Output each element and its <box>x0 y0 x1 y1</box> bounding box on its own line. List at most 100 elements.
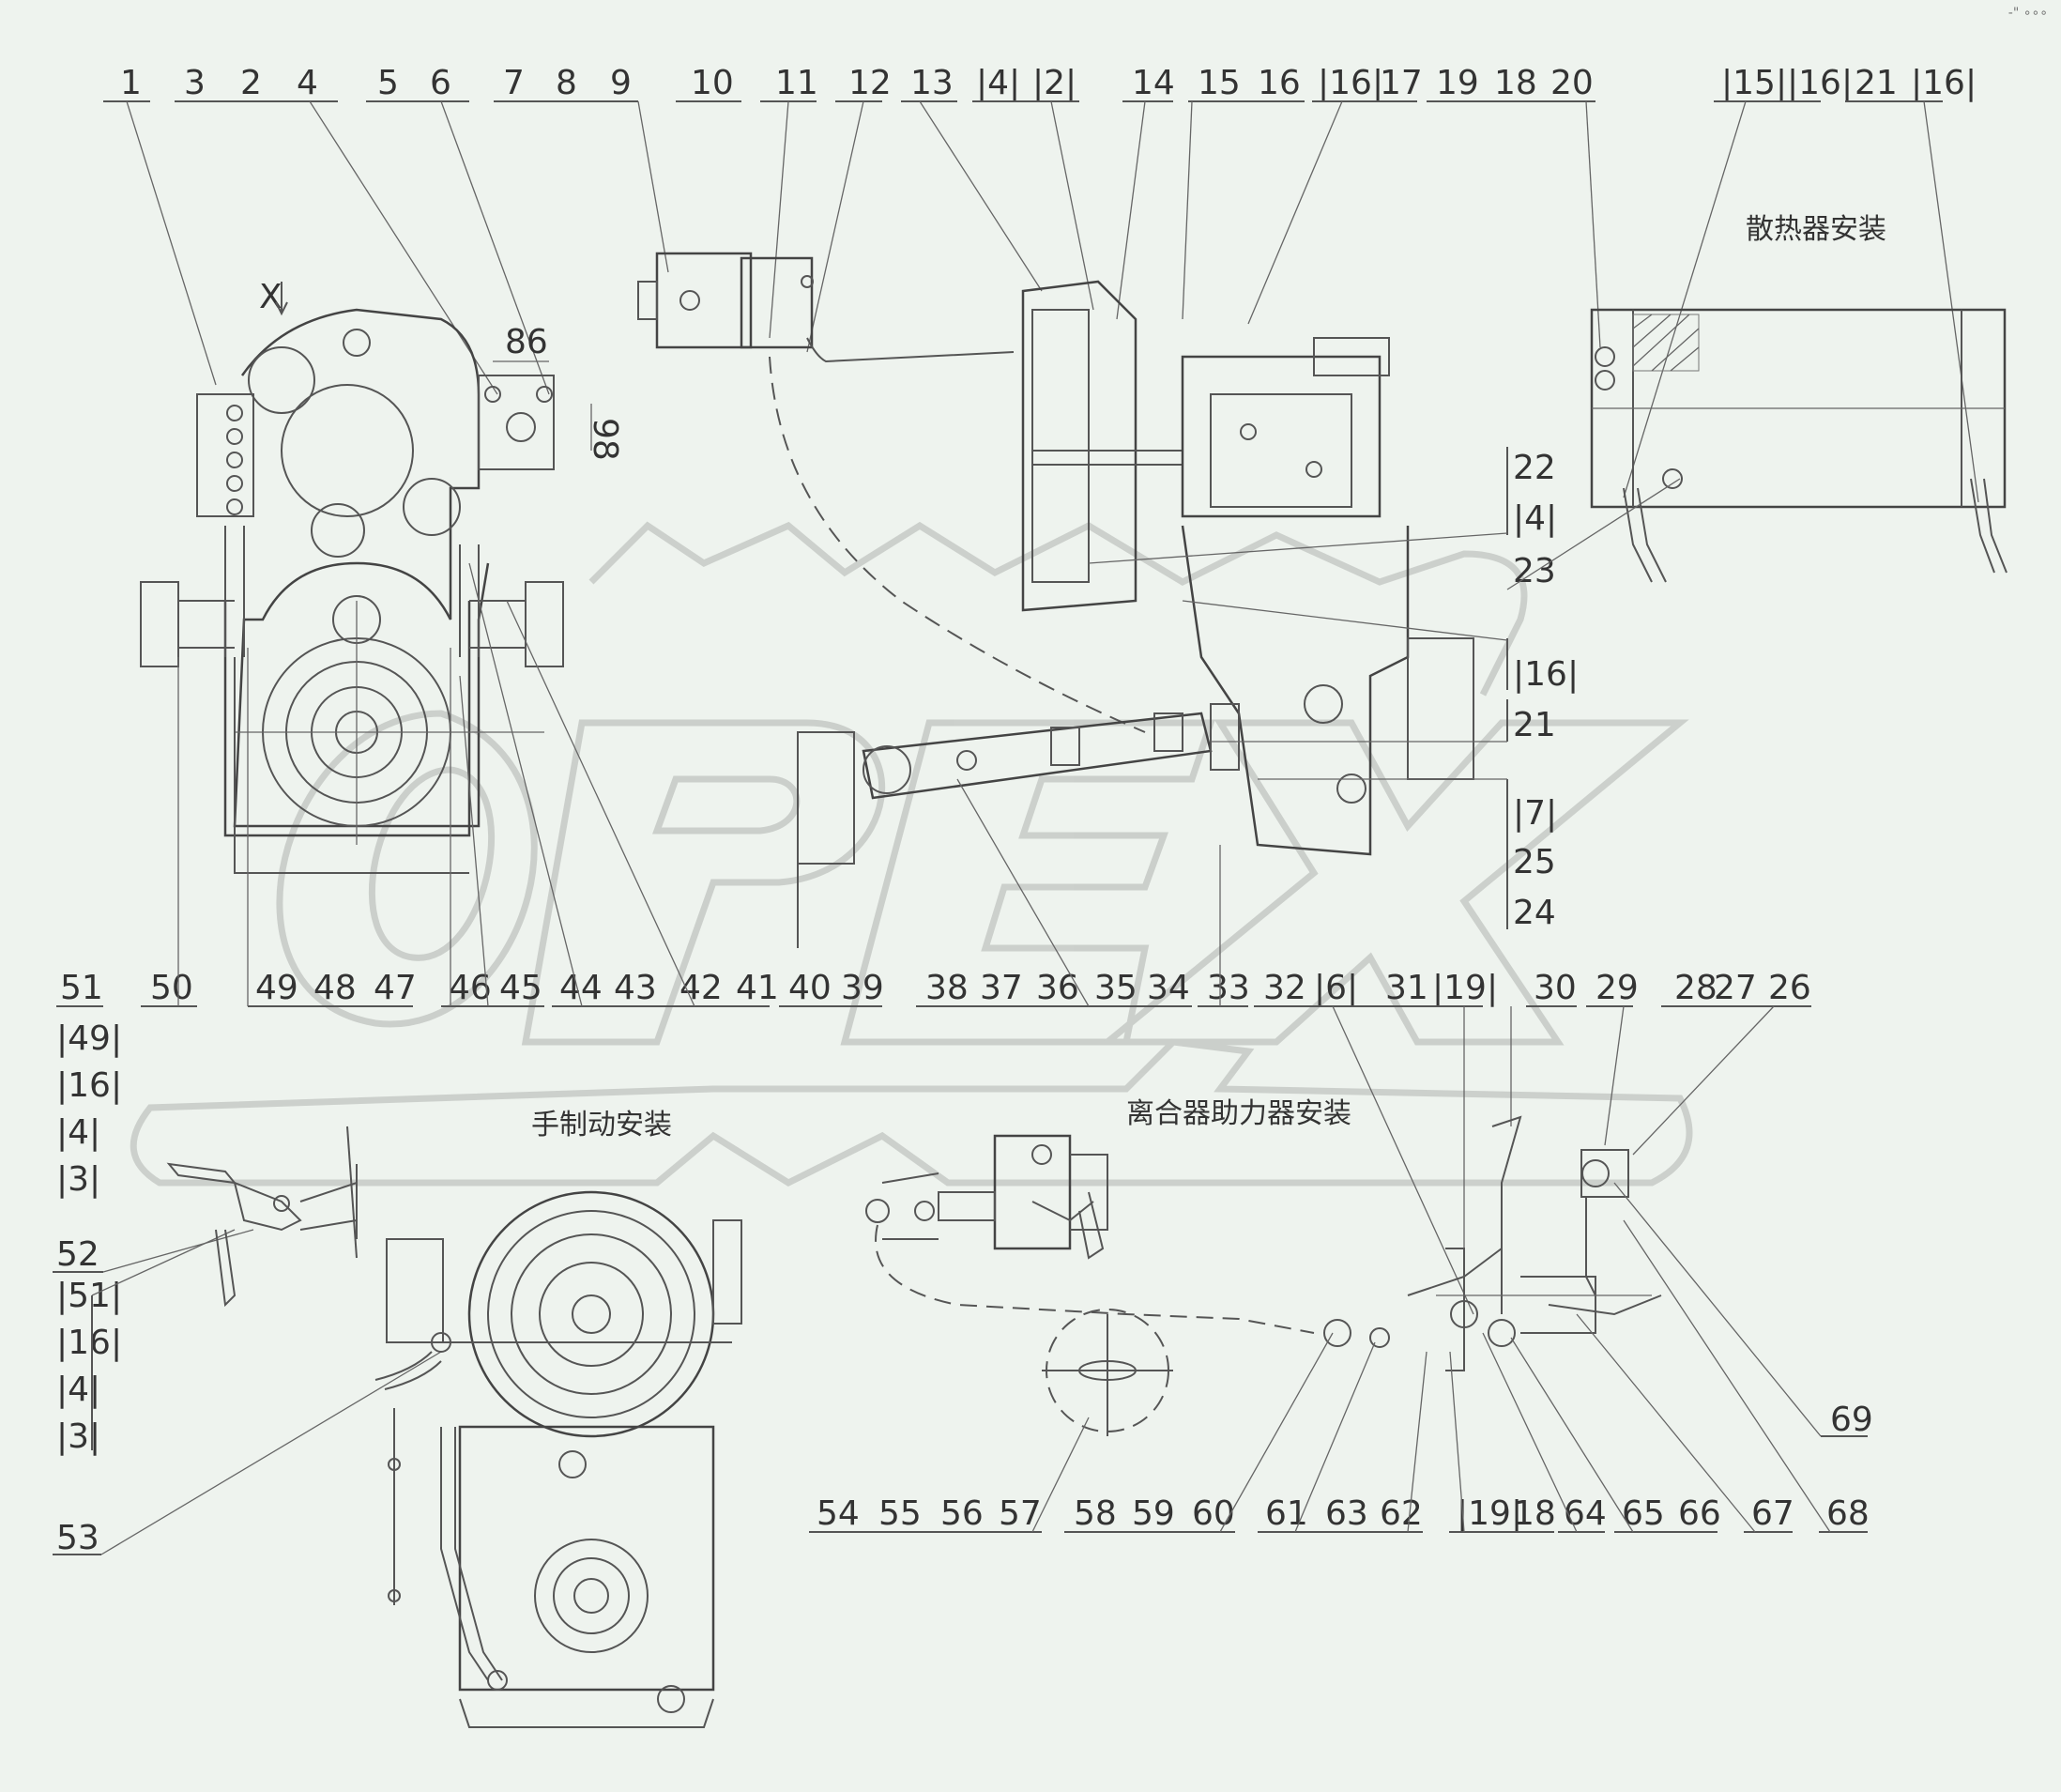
callout-35: 35 <box>1094 969 1137 1007</box>
callout-66: 66 <box>1678 1494 1721 1533</box>
callout-3-stack-b: |3| <box>56 1417 100 1456</box>
callout-54: 54 <box>817 1494 860 1533</box>
gearbox-assembly: X <box>140 278 624 874</box>
callout-1: 1 <box>120 64 142 102</box>
callout-14: 14 <box>1132 64 1175 102</box>
callout-50: 50 <box>150 969 193 1007</box>
callout-16-right: |16| <box>1513 655 1579 694</box>
top-callouts: 1 3 2 4 5 6 7 8 9 10 11 12 13 |4| |2| 14… <box>120 64 1977 102</box>
callout-51: 51 <box>60 969 103 1007</box>
callout-32: 32 <box>1263 969 1306 1007</box>
callout-4-stack-b: |4| <box>56 1371 100 1409</box>
callout-4: 4 <box>297 64 318 102</box>
callout-22: 22 <box>1513 449 1556 487</box>
callout-24: 24 <box>1513 894 1556 932</box>
callout-56: 56 <box>940 1494 984 1533</box>
bottom-callouts: 54 55 56 57 58 59 60 61 63 62 |19| 18 64… <box>809 1219 1870 1533</box>
clutch-booster-caption: 离合器助力器安装 <box>1126 1097 1351 1130</box>
callout-18: 18 <box>1494 64 1537 102</box>
callout-40: 40 <box>788 969 832 1007</box>
dimension-86: 86 <box>505 323 548 361</box>
callout-19: 19 <box>1436 64 1479 102</box>
callout-27: 27 <box>1714 969 1757 1007</box>
callout-37: 37 <box>980 969 1023 1007</box>
callout-29: 29 <box>1595 969 1639 1007</box>
callout-59: 59 <box>1132 1494 1175 1533</box>
callout-19-box: |19| <box>1432 969 1498 1007</box>
callout-67: 67 <box>1751 1494 1794 1533</box>
callout-15: 15 <box>1198 64 1241 102</box>
callout-2: 2 <box>240 64 262 102</box>
callout-12: 12 <box>848 64 892 102</box>
callout-45: 45 <box>499 969 542 1007</box>
callout-52: 52 <box>56 1235 99 1274</box>
callout-9: 9 <box>610 64 632 102</box>
watermark-logo <box>130 521 1693 1187</box>
middle-callouts: 51 50 49 48 47 46 45 44 43 42 41 40 39 3… <box>56 562 1811 1315</box>
callout-6: 6 <box>430 64 451 102</box>
callout-17: 17 <box>1380 64 1423 102</box>
callout-18-bottom: 18 <box>1513 1494 1556 1533</box>
callout-15-box: |15| <box>1721 64 1787 102</box>
callout-64: 64 <box>1564 1494 1607 1533</box>
callout-16-stack-b: |16| <box>56 1324 122 1362</box>
callout-10: 10 <box>691 64 734 102</box>
callout-6-box: |6| <box>1314 969 1358 1007</box>
top-callout-underlines <box>103 100 1979 503</box>
callout-8: 8 <box>556 64 577 102</box>
callout-51-stack: |51| <box>56 1277 122 1315</box>
callout-19-bottom: |19| <box>1457 1494 1522 1533</box>
callout-49-stack: |49| <box>56 1019 122 1058</box>
callout-21-right: 21 <box>1513 706 1556 744</box>
hydraulic-pump <box>637 252 1146 733</box>
callout-47: 47 <box>374 969 417 1007</box>
callout-4-box: |4| <box>976 64 1020 102</box>
callout-16-box-b: |16| <box>1787 64 1853 102</box>
view-marker-x: X <box>259 278 282 316</box>
callout-69: 69 <box>1830 1401 1873 1439</box>
callout-39: 39 <box>841 969 884 1007</box>
left-callout-stacks: |49| |16| |4| |3| 52 |51| |16| |4| |3| 5… <box>53 1019 442 1557</box>
callout-43: 43 <box>614 969 657 1007</box>
callout-49: 49 <box>255 969 298 1007</box>
callout-65: 65 <box>1622 1494 1665 1533</box>
radiator-caption: 散热器安装 <box>1746 213 1886 246</box>
callout-23: 23 <box>1513 552 1556 590</box>
callout-25: 25 <box>1513 843 1556 881</box>
clutch-booster-assembly: 离合器助力器安装 <box>865 1097 1873 1439</box>
callout-33: 33 <box>1207 969 1250 1007</box>
callout-68: 68 <box>1826 1494 1870 1533</box>
callout-7-right: |7| <box>1513 794 1557 833</box>
hand-brake-assembly: 手制动安装 <box>166 1109 742 1728</box>
corner-mark: -" ∘∘∘ <box>2008 6 2048 21</box>
callout-38: 38 <box>925 969 969 1007</box>
radiator-assembly: 散热器安装 <box>1590 213 2008 583</box>
callout-16: 16 <box>1258 64 1301 102</box>
callout-3-stack: |3| <box>56 1160 100 1199</box>
callout-13: 13 <box>910 64 954 102</box>
callout-46: 46 <box>449 969 492 1007</box>
callout-48: 48 <box>313 969 357 1007</box>
callout-3: 3 <box>184 64 206 102</box>
dimension-98: 98 <box>586 418 624 461</box>
callout-16-stack: |16| <box>56 1066 122 1105</box>
callout-58: 58 <box>1074 1494 1117 1533</box>
callout-16-box-c: |16| <box>1911 64 1977 102</box>
callout-62: 62 <box>1380 1494 1423 1533</box>
callout-36: 36 <box>1036 969 1079 1007</box>
callout-26: 26 <box>1768 969 1811 1007</box>
callout-16-box: |16| <box>1318 64 1383 102</box>
hand-brake-caption: 手制动安装 <box>531 1109 672 1141</box>
callout-21: 21 <box>1855 64 1898 102</box>
callout-60: 60 <box>1192 1494 1235 1533</box>
callout-63: 63 <box>1325 1494 1368 1533</box>
callout-4-stack: |4| <box>56 1113 100 1152</box>
callout-20: 20 <box>1550 64 1594 102</box>
right-callouts: 22 |4| 23 |16| 21 |7| 25 24 <box>1088 447 1681 932</box>
clutch-housing-assembly <box>1021 280 1474 856</box>
callout-55: 55 <box>878 1494 922 1533</box>
callout-2-box: |2| <box>1032 64 1076 102</box>
callout-4-right: |4| <box>1513 499 1557 538</box>
